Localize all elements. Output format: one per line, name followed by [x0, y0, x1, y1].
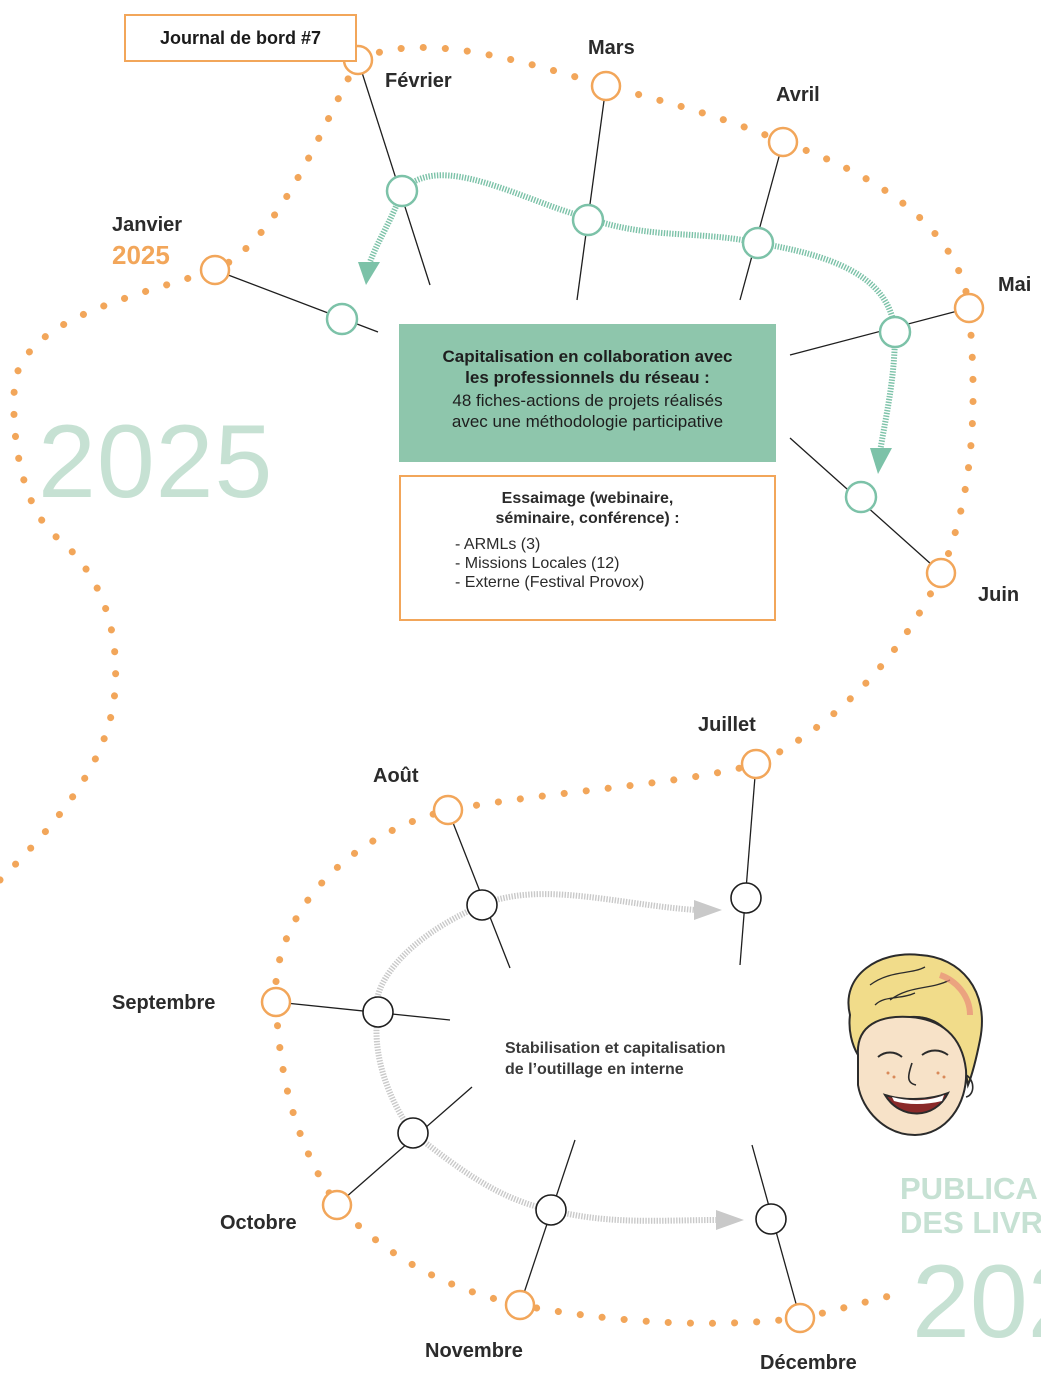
year-label: 2025: [112, 240, 170, 270]
list-item: - Externe (Festival Provox): [455, 574, 645, 591]
black-nodes: [362, 882, 787, 1235]
month-juin: Juin: [978, 584, 1020, 606]
month-fevrier: Février: [385, 70, 452, 92]
month-avril: Avril: [776, 84, 820, 106]
grey-arrowhead-top: [694, 900, 722, 920]
publication-year: 202: [912, 1244, 1041, 1360]
essaimage-title-2: séminaire, conférence) :: [495, 510, 680, 527]
publication-label: PUBLICA DES LIVR: [900, 1172, 1041, 1240]
publication-line-2: DES LIVR: [900, 1205, 1041, 1240]
list-item: - Missions Locales (12): [455, 555, 620, 572]
capitalisation-box: Capitalisation en collaboration avec les…: [399, 324, 776, 462]
essaimage-list: - ARMLs (3) - Missions Locales (12) - Ex…: [455, 535, 760, 592]
stabilisation-line-1: Stabilisation et capitalisation: [505, 1040, 726, 1057]
grey-arrowhead-bottom: [716, 1210, 744, 1230]
month-octobre: Octobre: [220, 1212, 297, 1234]
month-mars: Mars: [588, 37, 635, 59]
essaimage-title-1: Essaimage (webinaire,: [501, 490, 674, 507]
stabilisation-line-2: de l’outillage en interne: [505, 1061, 684, 1078]
month-juillet: Juillet: [698, 714, 756, 736]
green-nodes: [325, 174, 912, 514]
month-janvier: Janvier: [112, 214, 183, 236]
stabilisation-text: Stabilisation et capitalisation de l’out…: [505, 1038, 726, 1080]
essaimage-box: Essaimage (webinaire, séminaire, confére…: [399, 475, 776, 621]
dotted-path-2025: [0, 43, 977, 1327]
year-watermark: 2025: [38, 404, 274, 520]
publication-line-1: PUBLICA: [900, 1171, 1038, 1206]
month-aout: Août: [373, 765, 419, 787]
capitalisation-text-1: 48 fiches-actions de projets réalisés: [452, 391, 723, 410]
grey-arrows: [373, 891, 719, 1224]
month-decembre: Décembre: [760, 1352, 857, 1374]
cartoon-face-icon: [847, 953, 983, 1137]
month-mai: Mai: [998, 274, 1032, 296]
green-arrowhead-right: [870, 448, 892, 474]
capitalisation-title-2: les professionnels du réseau :: [465, 368, 710, 387]
month-septembre: Septembre: [112, 992, 216, 1014]
month-novembre: Novembre: [425, 1340, 523, 1362]
month-nodes: [199, 44, 985, 1334]
list-item: - ARMLs (3): [455, 536, 541, 553]
capitalisation-title-1: Capitalisation en collaboration avec: [442, 347, 733, 366]
green-arrows: [367, 172, 898, 453]
capitalisation-text-2: avec une méthodologie participative: [451, 412, 724, 431]
green-arrowhead-left: [358, 262, 380, 285]
journal-tag: Journal de bord #7: [124, 14, 357, 62]
